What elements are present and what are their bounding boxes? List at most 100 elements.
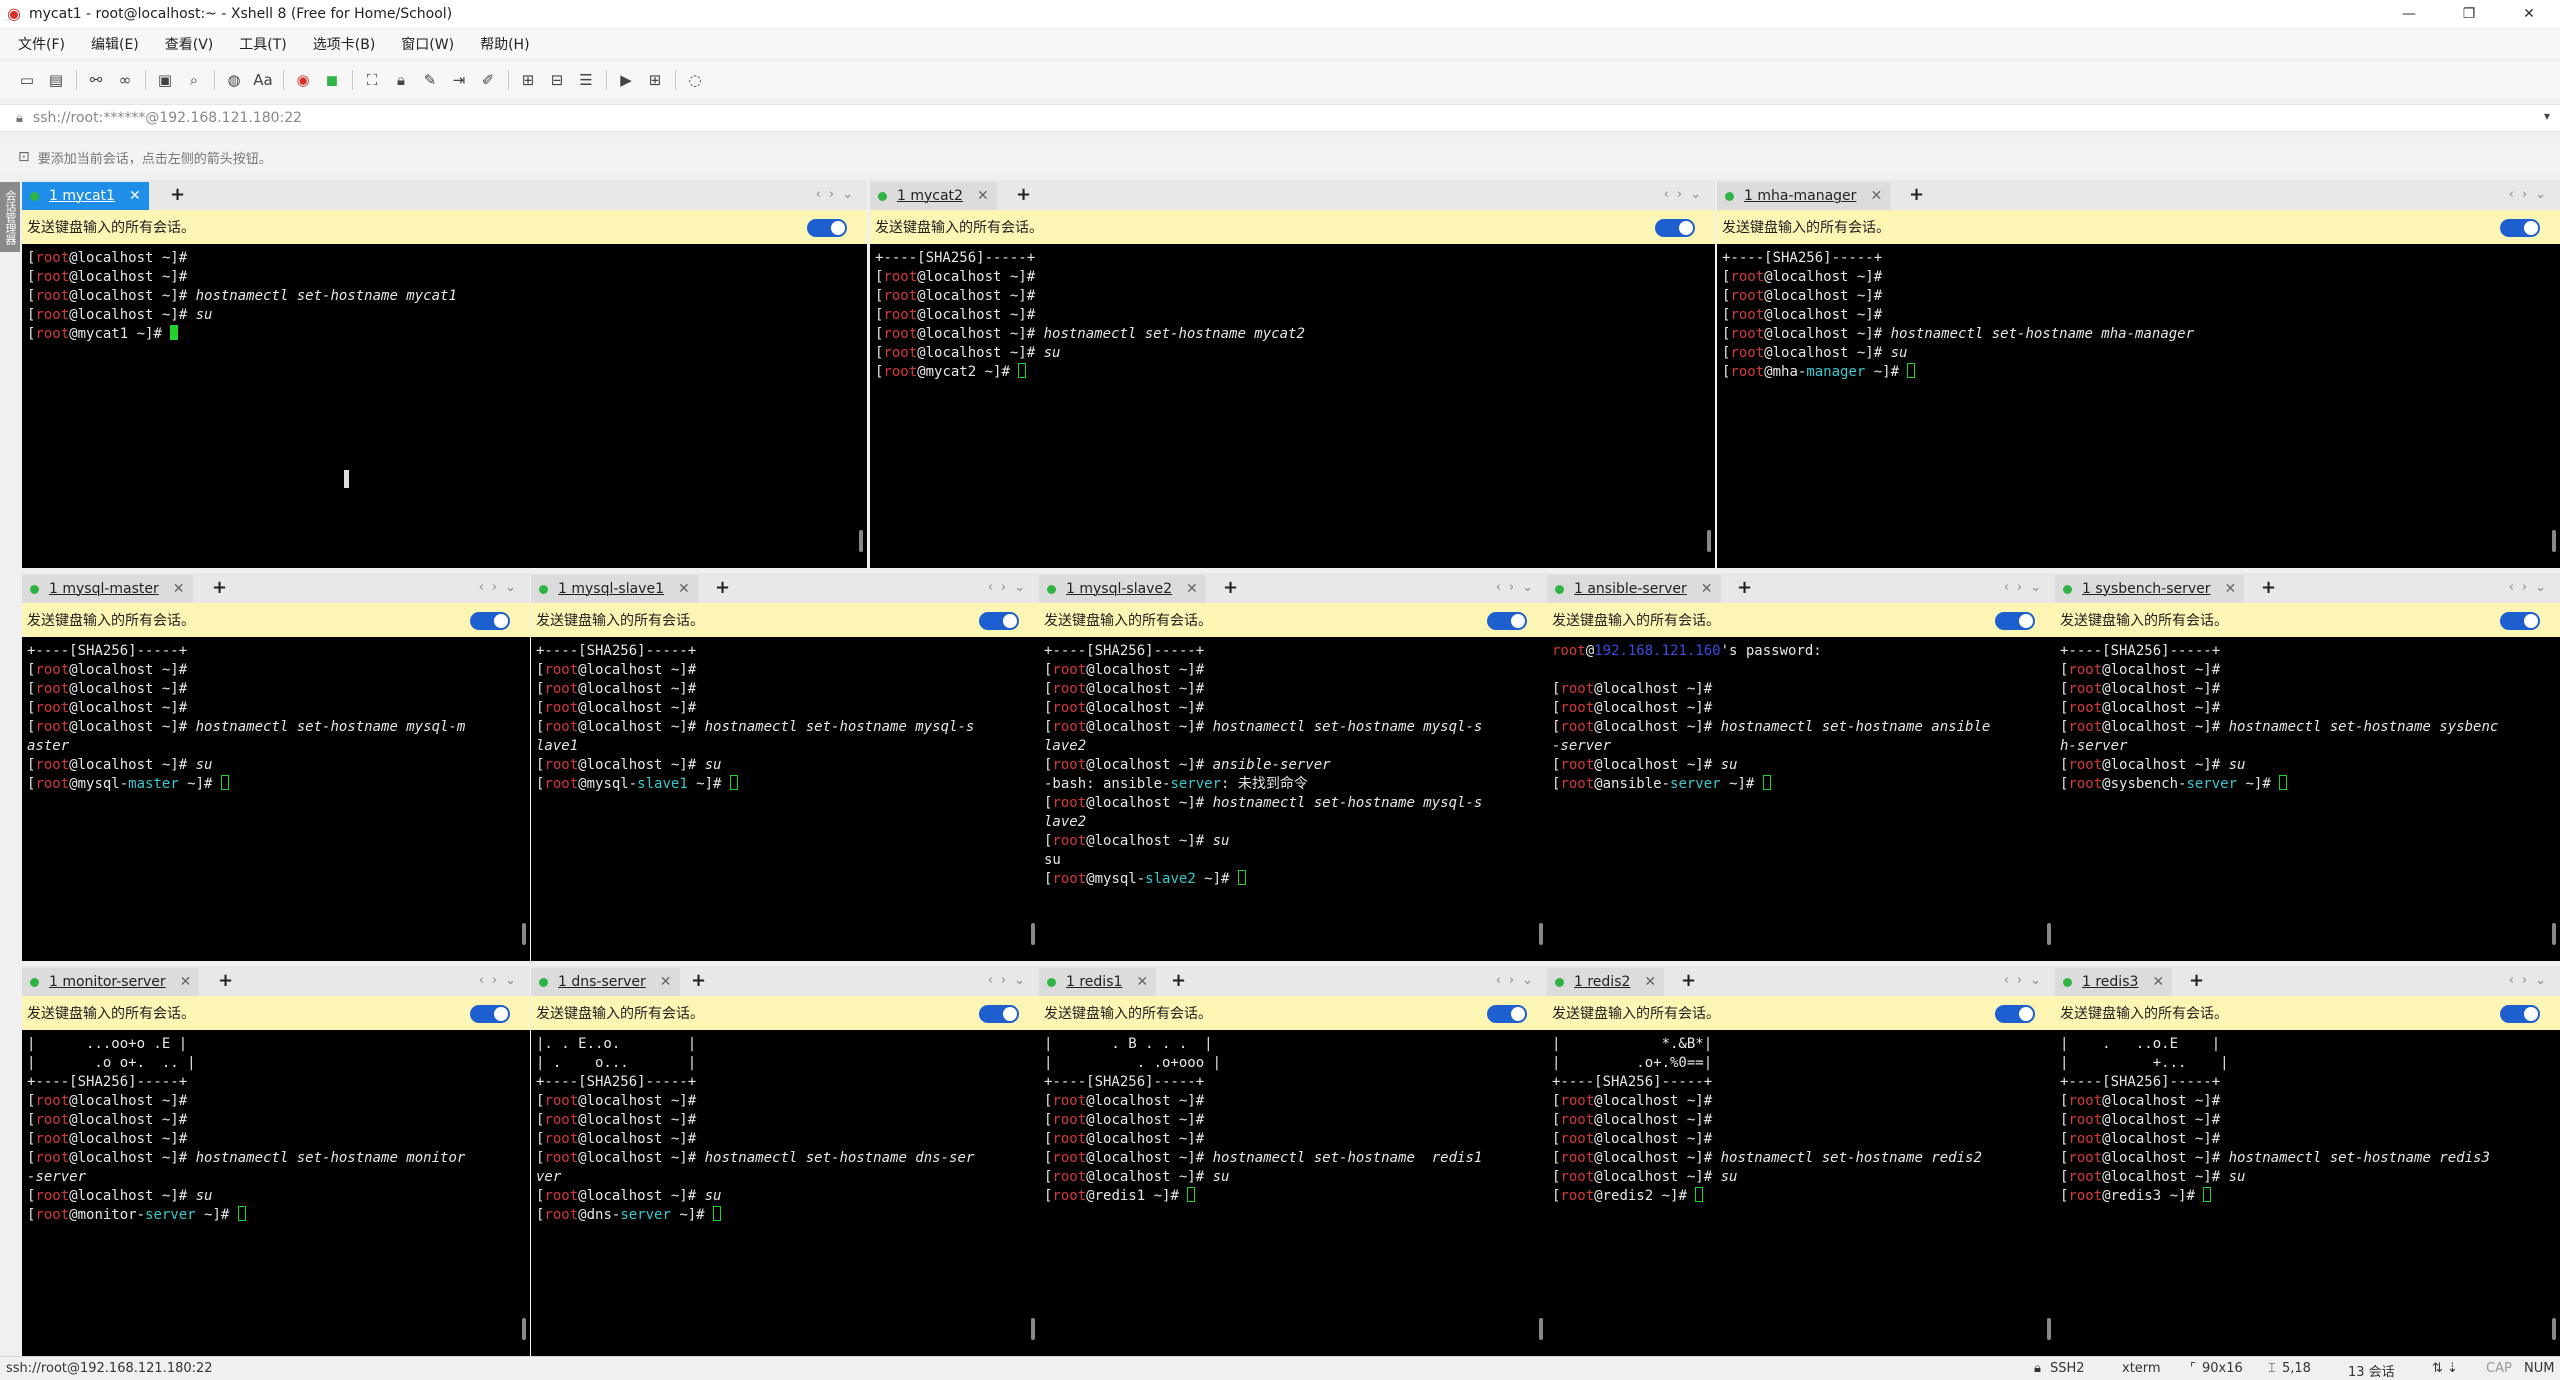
new-tab-icon[interactable]: + <box>1681 970 1697 991</box>
tab-close-icon[interactable]: ✕ <box>677 581 690 597</box>
tab-close-icon[interactable]: ✕ <box>179 974 192 990</box>
xftp-icon[interactable]: ◉ <box>296 71 310 89</box>
new-tab-icon[interactable]: + <box>1016 184 1032 205</box>
tab-close-icon[interactable]: ✕ <box>1136 974 1149 990</box>
new-tab-icon[interactable]: + <box>1171 970 1187 991</box>
terminal-scrollbar[interactable] <box>1031 1318 1035 1340</box>
maximize-button[interactable]: ❐ <box>2462 6 2476 22</box>
menu-help[interactable]: 帮助(H) <box>480 37 530 53</box>
tab-close-icon[interactable]: ✕ <box>2224 581 2237 597</box>
tab-close-icon[interactable]: ✕ <box>1700 581 1713 597</box>
tab-nav-icon[interactable]: ‹›⌄ <box>2508 187 2554 202</box>
minimize-button[interactable]: — <box>2402 6 2416 22</box>
terminal-scrollbar[interactable] <box>522 923 526 945</box>
terminal-screen[interactable]: +----[SHA256]-----+[root@localhost ~]#[r… <box>1717 244 2560 568</box>
tab-close-icon[interactable]: ✕ <box>2152 974 2165 990</box>
tab-nav-icon[interactable]: ‹›⌄ <box>478 973 524 988</box>
screen-icon[interactable]: ▣ <box>157 71 173 89</box>
search-icon[interactable]: ⌕ <box>189 71 199 89</box>
tab-dns-server[interactable]: 1 dns-server ✕ <box>531 968 680 996</box>
menu-tabs[interactable]: 选项卡(B) <box>312 37 376 53</box>
tab-close-icon[interactable]: ✕ <box>1185 581 1198 597</box>
menu-window[interactable]: 窗口(W) <box>401 37 455 53</box>
terminal-screen[interactable]: | *.&B*|| .o+.%0==|+----[SHA256]-----+[r… <box>1547 1030 2055 1356</box>
send-all-toggle[interactable] <box>2500 1005 2540 1023</box>
terminal-scrollbar[interactable] <box>2047 1318 2051 1340</box>
address-dropdown-icon[interactable]: ▾ <box>2543 109 2550 123</box>
terminal-scrollbar[interactable] <box>1539 1318 1543 1340</box>
send-all-toggle[interactable] <box>2500 219 2540 237</box>
tab-mysql-slave1[interactable]: 1 mysql-slave1 ✕ <box>531 575 698 603</box>
notes-icon[interactable]: ☰ <box>579 71 593 89</box>
terminal-screen[interactable]: +----[SHA256]-----+[root@localhost ~]#[r… <box>1039 637 1547 961</box>
new-session-icon[interactable]: ▭ <box>19 71 35 89</box>
terminal-screen[interactable]: +----[SHA256]-----+[root@localhost ~]#[r… <box>870 244 1715 568</box>
terminal-scrollbar[interactable] <box>2552 923 2556 945</box>
tab-mha-manager[interactable]: 1 mha-manager ✕ <box>1717 182 1891 210</box>
send-all-toggle[interactable] <box>1655 219 1695 237</box>
menu-edit[interactable]: 编辑(E) <box>90 37 139 53</box>
layout-icon[interactable]: ⊞ <box>648 71 662 89</box>
disconnect-icon[interactable]: ∞ <box>118 71 132 89</box>
address-input[interactable] <box>32 110 2493 126</box>
terminal-scrollbar[interactable] <box>2552 530 2556 552</box>
session-manager-strip[interactable]: 会话管理器 <box>0 182 20 252</box>
tab-nav-icon[interactable]: ‹›⌄ <box>2508 580 2554 595</box>
tab-nav-icon[interactable]: ‹›⌄ <box>2003 580 2049 595</box>
new-tab-icon[interactable]: + <box>1737 577 1753 598</box>
tab-nav-icon[interactable]: ‹›⌄ <box>1495 580 1541 595</box>
send-all-toggle[interactable] <box>807 219 847 237</box>
terminal-screen[interactable]: | . B . . . || . .o+ooo |+----[SHA256]--… <box>1039 1030 1547 1356</box>
terminal-screen[interactable]: [root@localhost ~]#[root@localhost ~]#[r… <box>22 244 867 568</box>
send-all-toggle[interactable] <box>979 1005 1019 1023</box>
new-tab-icon[interactable]: + <box>170 184 186 205</box>
new-tab-icon[interactable]: + <box>2189 970 2205 991</box>
send-all-toggle[interactable] <box>1995 612 2035 630</box>
tab-close-icon[interactable]: ✕ <box>1644 974 1657 990</box>
terminal-scrollbar[interactable] <box>2047 923 2051 945</box>
send-all-toggle[interactable] <box>1487 612 1527 630</box>
tab-close-icon[interactable]: ✕ <box>659 974 672 990</box>
new-tab-icon[interactable]: + <box>1223 577 1239 598</box>
tab-redis2[interactable]: 1 redis2 ✕ <box>1547 968 1665 996</box>
tab-nav-icon[interactable]: ‹›⌄ <box>1663 187 1709 202</box>
tab-nav-icon[interactable]: ‹›⌄ <box>815 187 861 202</box>
transfer-icon[interactable]: ⇥ <box>452 71 466 89</box>
new-tab-icon[interactable]: + <box>212 577 228 598</box>
send-all-toggle[interactable] <box>470 1005 510 1023</box>
terminal-scrollbar[interactable] <box>2552 1318 2556 1340</box>
tab-monitor-server[interactable]: 1 monitor-server ✕ <box>22 968 200 996</box>
send-all-toggle[interactable] <box>470 612 510 630</box>
terminal-scrollbar[interactable] <box>522 1318 526 1340</box>
tab-nav-icon[interactable]: ‹›⌄ <box>478 580 524 595</box>
terminal-screen[interactable]: | . ..o.E || +... |+----[SHA256]-----+[r… <box>2055 1030 2560 1356</box>
open-folder-icon[interactable]: ▤ <box>48 71 64 89</box>
terminal-screen[interactable]: +----[SHA256]-----+[root@localhost ~]#[r… <box>22 637 530 961</box>
compose-all-icon[interactable]: ⊟ <box>550 71 564 89</box>
tab-nav-icon[interactable]: ‹›⌄ <box>2003 973 2049 988</box>
send-icon[interactable]: ▶ <box>620 71 632 89</box>
xmanager-icon[interactable]: ◼ <box>325 71 339 89</box>
menu-view[interactable]: 查看(V) <box>164 37 214 53</box>
send-all-toggle[interactable] <box>1995 1005 2035 1023</box>
add-session-arrow-icon[interactable]: ⊡ <box>18 149 30 165</box>
send-all-toggle[interactable] <box>1487 1005 1527 1023</box>
tab-nav-icon[interactable]: ‹›⌄ <box>987 580 1033 595</box>
new-tab-icon[interactable]: + <box>691 970 707 991</box>
tab-close-icon[interactable]: ✕ <box>128 188 141 204</box>
close-button[interactable]: ✕ <box>2523 6 2535 22</box>
chat-icon[interactable]: ◌ <box>688 71 702 89</box>
terminal-scrollbar[interactable] <box>1539 923 1543 945</box>
terminal-screen[interactable]: +----[SHA256]-----+[root@localhost ~]#[r… <box>531 637 1039 961</box>
tab-close-icon[interactable]: ✕ <box>1870 188 1883 204</box>
reconnect-icon[interactable]: ⚯ <box>89 71 103 89</box>
tab-nav-icon[interactable]: ‹›⌄ <box>987 973 1033 988</box>
new-tab-icon[interactable]: + <box>218 970 234 991</box>
pen-icon[interactable]: ✎ <box>423 71 437 89</box>
fullscreen-icon[interactable]: ⛶ <box>366 71 378 89</box>
script-icon[interactable]: ✐ <box>481 71 495 89</box>
new-tab-icon[interactable]: + <box>2261 577 2277 598</box>
new-tab-icon[interactable]: + <box>1909 184 1925 205</box>
tab-ansible-server[interactable]: 1 ansible-server ✕ <box>1547 575 1721 603</box>
tab-close-icon[interactable]: ✕ <box>172 581 185 597</box>
